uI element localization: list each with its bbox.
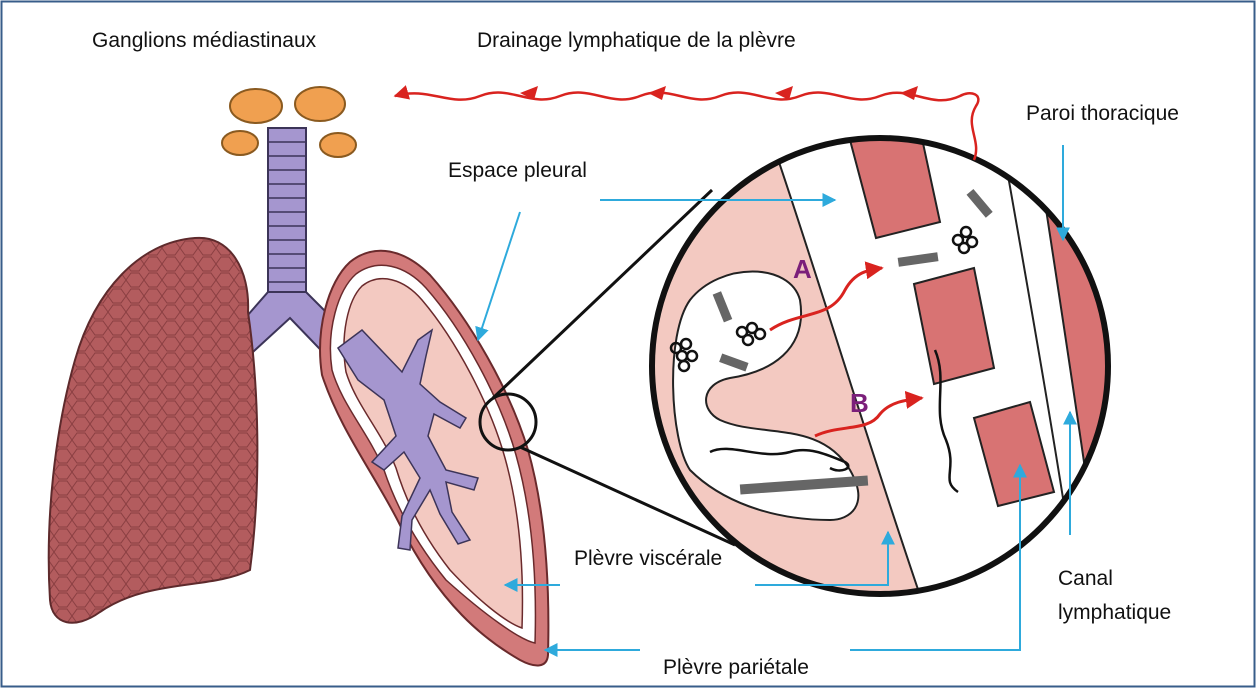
label-parietal-pleura: Plèvre pariétale xyxy=(663,656,809,679)
label-mediastinal-nodes: Ganglions médiastinaux xyxy=(92,29,317,52)
label-visceral-pleura: Plèvre viscérale xyxy=(574,547,722,570)
label-pleural-space: Espace pleural xyxy=(448,159,587,182)
route-a-label: A xyxy=(793,254,812,284)
route-b-label: B xyxy=(850,388,869,418)
label-pleural-drainage: Drainage lymphatique de la plèvre xyxy=(477,29,796,52)
label-chest-wall: Paroi thoracique xyxy=(1026,102,1179,125)
label-lymphatic-canal-line1: Canal xyxy=(1058,567,1113,590)
label-lymphatic-canal-line2: lymphatique xyxy=(1058,601,1171,624)
